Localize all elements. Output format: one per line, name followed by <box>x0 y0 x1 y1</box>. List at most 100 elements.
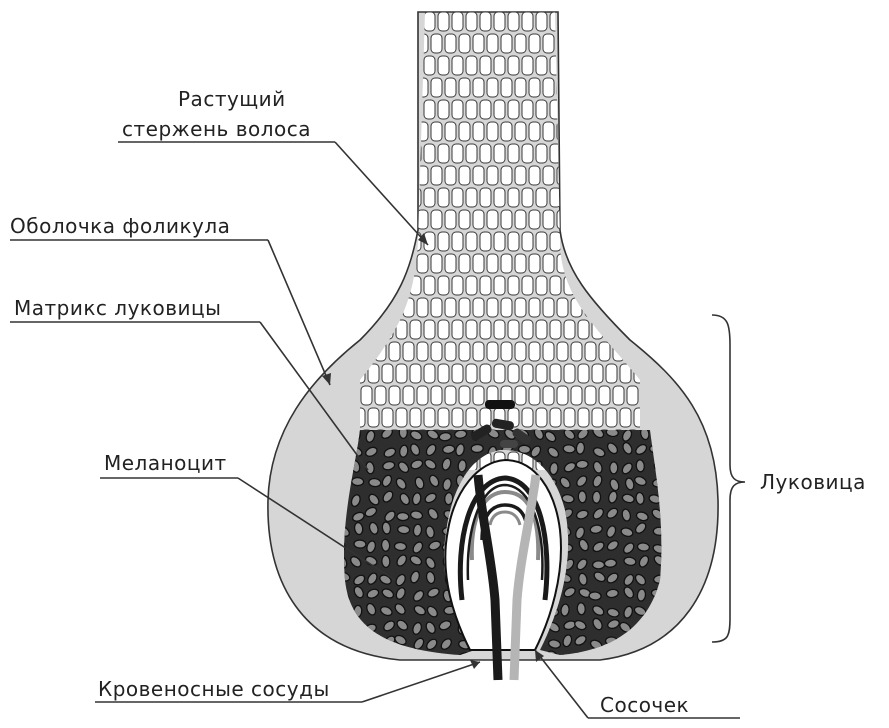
matrix-cell <box>354 540 367 549</box>
shaft-cell <box>634 12 645 31</box>
shaft-cell <box>445 254 456 273</box>
shaft-cell <box>536 56 547 75</box>
shaft-cell <box>459 166 470 185</box>
shaft-cell <box>340 320 351 339</box>
matrix-cell <box>518 445 531 454</box>
matrix-cell <box>604 559 617 568</box>
shaft-cell <box>641 166 652 185</box>
shaft-cell <box>529 342 540 361</box>
shaft-cell <box>564 232 575 251</box>
shaft-cell <box>354 276 365 295</box>
shaft-cell <box>438 320 449 339</box>
shaft-cell <box>340 276 351 295</box>
shaft-cell <box>522 320 533 339</box>
shaft-cell <box>466 56 477 75</box>
shaft-cell <box>648 12 659 31</box>
shaft-cell <box>585 34 596 53</box>
shaft-cell <box>347 298 358 317</box>
shaft-cell <box>543 166 554 185</box>
shaft-cell <box>340 56 351 75</box>
label-bulb-matrix: Матрикс луковицы <box>14 296 221 320</box>
shaft-cell <box>529 210 540 229</box>
shaft-cell <box>529 298 540 317</box>
shaft-cell <box>536 188 547 207</box>
shaft-cell <box>410 320 421 339</box>
shaft-cell <box>634 276 645 295</box>
shaft-cell <box>445 122 456 141</box>
shaft-cell <box>578 100 589 119</box>
shaft-cell <box>452 276 463 295</box>
shaft-cell <box>361 34 372 53</box>
shaft-cell <box>403 166 414 185</box>
shaft-cell <box>508 100 519 119</box>
shaft-cell <box>396 100 407 119</box>
shaft-cell <box>382 100 393 119</box>
matrix-cell <box>593 561 605 569</box>
shaft-cell <box>431 254 442 273</box>
shaft-cell <box>529 254 540 273</box>
shaft-cell <box>564 364 575 383</box>
shaft-cell <box>473 342 484 361</box>
shaft-cell <box>382 408 393 427</box>
shaft-cell <box>452 188 463 207</box>
shaft-cell <box>347 254 358 273</box>
shaft-cell <box>494 188 505 207</box>
shaft-cell <box>522 100 533 119</box>
matrix-cell <box>339 654 351 663</box>
shaft-cell <box>494 364 505 383</box>
shaft-cell <box>627 210 638 229</box>
shaft-cell <box>508 144 519 163</box>
shaft-cell <box>543 298 554 317</box>
shaft-cell <box>578 408 589 427</box>
shaft-cell <box>361 298 372 317</box>
shaft-cell <box>368 188 379 207</box>
shaft-cell <box>648 144 659 163</box>
shaft-cell <box>536 364 547 383</box>
shaft-cell <box>515 78 526 97</box>
shaft-cell <box>382 232 393 251</box>
shaft-cell <box>382 276 393 295</box>
matrix-cell <box>397 525 410 534</box>
shaft-cell <box>571 78 582 97</box>
shaft-cell <box>347 34 358 53</box>
shaft-cell <box>396 12 407 31</box>
shaft-cell <box>529 122 540 141</box>
shaft-cell <box>445 210 456 229</box>
shaft-cell <box>452 232 463 251</box>
shaft-cell <box>424 12 435 31</box>
shaft-cell <box>599 166 610 185</box>
shaft-cell <box>557 342 568 361</box>
shaft-cell <box>487 298 498 317</box>
shaft-cell <box>522 56 533 75</box>
shaft-cell <box>641 78 652 97</box>
shaft-cell <box>585 122 596 141</box>
shaft-cell <box>508 364 519 383</box>
shaft-cell <box>354 144 365 163</box>
shaft-cell <box>445 34 456 53</box>
shaft-cell <box>515 254 526 273</box>
shaft-cell <box>431 386 442 405</box>
shaft-cell <box>515 166 526 185</box>
shaft-cell <box>550 232 561 251</box>
shaft-cell <box>354 12 365 31</box>
shaft-cell <box>368 100 379 119</box>
shaft-cell <box>438 364 449 383</box>
shaft-cell <box>403 386 414 405</box>
label-follicle-sheath: Оболочка фоликула <box>10 214 230 238</box>
matrix-cell <box>382 555 391 567</box>
matrix-cell <box>351 477 363 486</box>
shaft-cell <box>564 408 575 427</box>
shaft-cell <box>592 408 603 427</box>
shaft-cell <box>382 364 393 383</box>
shaft-cell <box>375 166 386 185</box>
matrix-cell <box>577 602 586 615</box>
shaft-cell <box>480 56 491 75</box>
shaft-cell <box>431 78 442 97</box>
shaft-cell <box>620 276 631 295</box>
shaft-cell <box>550 408 561 427</box>
shaft-cell <box>487 122 498 141</box>
shaft-cell <box>403 78 414 97</box>
shaft-cell <box>501 78 512 97</box>
shaft-cell <box>459 298 470 317</box>
